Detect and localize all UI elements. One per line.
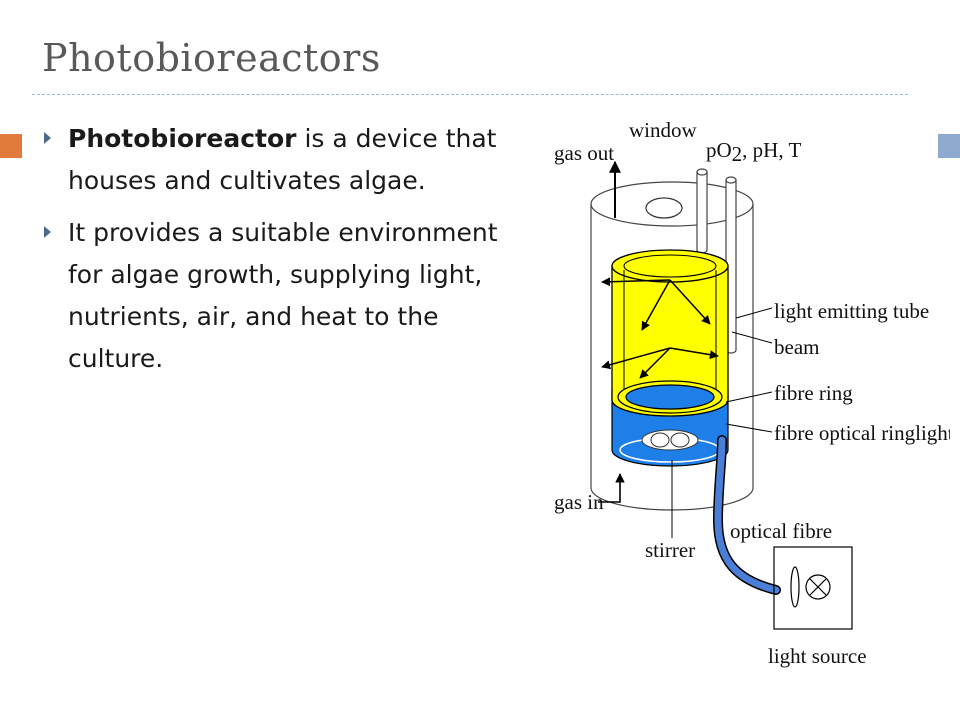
label-fibre-ring: fibre ring — [774, 381, 853, 405]
bullet-text: is a device that houses and cultivates a… — [68, 124, 497, 195]
accent-block-left — [0, 134, 22, 158]
label-light-emitting-tube: light emitting tube — [774, 299, 929, 323]
bullet-text: It provides a suitable environment for a… — [68, 218, 498, 373]
label-po2: pO2, pH, T — [706, 138, 801, 166]
label-po2-rest: , pH, T — [742, 138, 801, 162]
photobioreactor-diagram: window gas out pO2, pH, T light emitting… — [554, 118, 950, 668]
light-source-box — [773, 546, 853, 630]
label-window: window — [629, 118, 698, 142]
label-gas-in: gas in — [554, 490, 604, 514]
title-divider — [32, 94, 908, 95]
bullet-term: Photobioreactor — [68, 124, 297, 153]
beam-arrows — [601, 277, 719, 379]
light-emitting-tube — [611, 249, 729, 417]
label-gas-out: gas out — [554, 141, 614, 165]
outer-vessel — [590, 181, 754, 511]
slide-title: Photobioreactors — [42, 36, 381, 80]
triangle-bullet-icon — [44, 226, 51, 238]
optical-fibre-cable — [712, 435, 781, 595]
bullet-list: Photobioreactor is a device that houses … — [40, 118, 530, 390]
window-opening — [645, 197, 683, 219]
bullet-item-definition: Photobioreactor is a device that houses … — [40, 118, 530, 202]
label-po2-sub: 2 — [732, 142, 743, 166]
triangle-bullet-icon — [44, 132, 51, 144]
label-fibre-optical-ringlight: fibre optical ringlight — [774, 421, 950, 445]
label-stirrer: stirrer — [645, 538, 695, 562]
bullet-item-purpose: It provides a suitable environment for a… — [40, 212, 530, 380]
accent-block-right — [938, 134, 960, 158]
gas-in-arrow — [598, 473, 625, 503]
label-beam: beam — [774, 335, 819, 359]
label-light-source: light source — [768, 644, 867, 668]
label-po2-main: pO — [706, 138, 732, 162]
label-leader-lines — [671, 307, 773, 538]
label-optical-fibre: optical fibre — [730, 519, 832, 543]
